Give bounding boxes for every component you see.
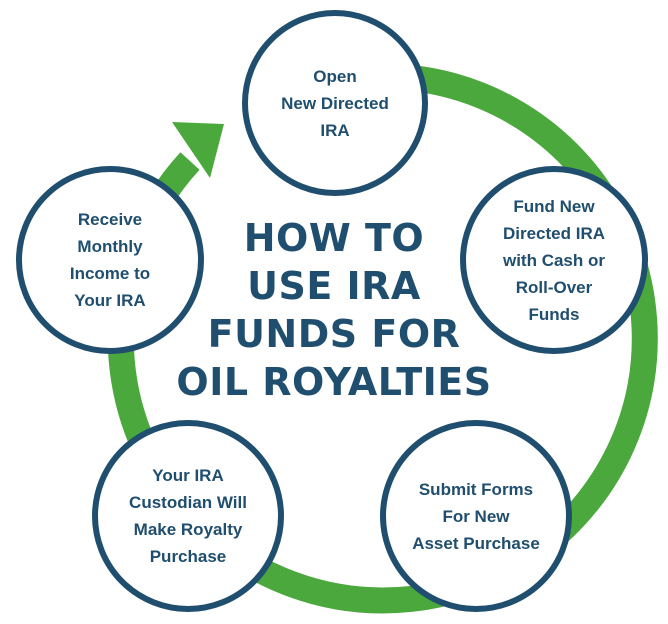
step-fund-ira: Fund New Directed IRA with Cash or Roll-… [460,166,648,354]
step-line: Custodian Will [129,493,247,512]
step-line: Your IRA [152,466,224,485]
step-line: Fund New [513,196,595,216]
title-line-4: OIL ROYALTIES [176,360,492,404]
diagram-title: HOW TO USE IRA FUNDS FOR OIL ROYALTIES [174,214,494,406]
step-text: Submit Forms For New Asset Purchase [412,476,540,557]
step-text: Your IRA Custodian Will Make Royalty Pur… [129,462,247,570]
step-text: Open New Directed IRA [281,63,389,144]
step-custodian-purchase: Your IRA Custodian Will Make Royalty Pur… [92,420,284,612]
step-submit-forms: Submit Forms For New Asset Purchase [380,420,572,612]
title-line-3: FUNDS FOR [207,312,461,356]
step-receive-income: Receive Monthly Income to Your IRA [16,166,204,354]
step-line: New Directed [281,93,389,113]
step-line: with Cash or [502,250,605,270]
step-line: Your IRA [74,291,146,310]
step-line: Open [313,66,357,86]
step-line: Roll-Over [515,277,593,297]
step-line: IRA [320,120,350,140]
step-line: Submit Forms [418,479,534,499]
title-line-2: USE IRA [247,264,421,308]
step-line: Purchase [149,547,227,566]
step-line: Receive [77,210,143,229]
title-line-1: HOW TO [243,216,425,260]
step-line: Make Royalty [133,520,243,539]
step-open-ira: Open New Directed IRA [242,10,428,196]
arrow-head-icon [172,122,224,178]
step-text: Fund New Directed IRA with Cash or Roll-… [503,193,605,328]
step-line: Directed IRA [502,223,606,243]
step-line: Asset Purchase [412,533,540,553]
step-line: Income to [69,264,151,283]
step-text: Receive Monthly Income to Your IRA [70,206,150,314]
step-line: For New [442,506,510,526]
step-line: Funds [528,304,580,324]
step-line: Monthly [77,237,143,256]
